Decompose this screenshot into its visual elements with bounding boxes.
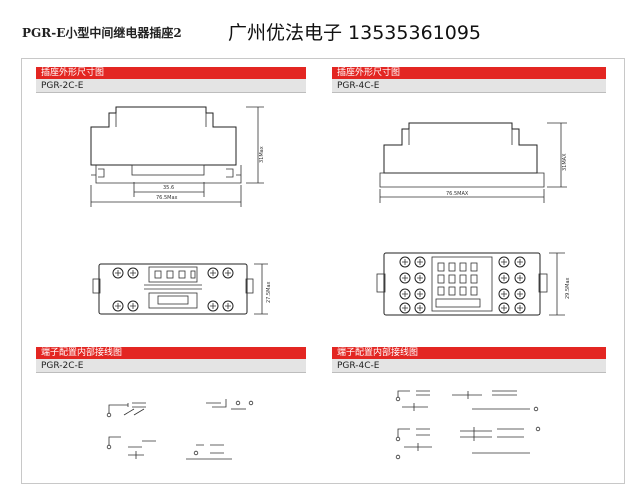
company-phone: 广州优法电子 13535361095 — [228, 22, 482, 44]
outline-panel-right: 插座外形尺寸图 PGR-4C-E 31MAX 76.5MAX — [332, 67, 606, 337]
height-dimension: 31MAX — [562, 153, 568, 171]
outer-width-dimension: 76.5MAX — [446, 191, 469, 197]
height-dimension: 31Max — [259, 146, 265, 163]
inner-width-dimension: 35.6 — [163, 185, 174, 191]
wiring-diagram-left — [106, 399, 254, 460]
contact-group-lower — [106, 436, 232, 460]
top-height-dimension: 27.5Max — [266, 281, 272, 303]
wiring-panel-left: 端子配置内部接线图 PGR-2C-E — [36, 347, 306, 477]
section-title: 插座外形尺寸图 — [36, 67, 306, 79]
side-view — [90, 106, 264, 207]
wiring-panel-right: 端子配置内部接线图 PGR-4C-E — [332, 347, 606, 477]
side-view — [379, 122, 567, 203]
dimension-drawing-right: 31MAX 76.5MAX — [376, 122, 571, 316]
product-title: PGR-E小型中间继电器插座2 — [22, 26, 182, 40]
section-title: 端子配置内部接线图 — [36, 347, 306, 359]
contact-group-lower — [395, 426, 541, 460]
top-view — [376, 252, 565, 316]
datasheet-frame: 插座外形尺寸图 PGR-2C-E 31Max 35.6 76.5Max — [21, 58, 625, 484]
outline-panel-left: 插座外形尺寸图 PGR-2C-E 31Max 35.6 76.5Max — [36, 67, 306, 337]
contact-group-upper — [106, 399, 254, 418]
section-title: 插座外形尺寸图 — [332, 67, 606, 79]
outer-width-dimension: 76.5Max — [156, 195, 178, 201]
top-view — [92, 263, 268, 315]
wiring-diagram-right — [395, 390, 541, 460]
model-label: PGR-2C-E — [36, 359, 306, 373]
model-label: PGR-2C-E — [36, 79, 306, 93]
top-height-dimension: 29.5Max — [565, 277, 571, 299]
section-title: 端子配置内部接线图 — [332, 347, 606, 359]
contact-group-upper — [395, 390, 539, 412]
model-label: PGR-4C-E — [332, 79, 606, 93]
model-label: PGR-4C-E — [332, 359, 606, 373]
dimension-drawing-left: 31Max 35.6 76.5Max — [90, 106, 272, 315]
